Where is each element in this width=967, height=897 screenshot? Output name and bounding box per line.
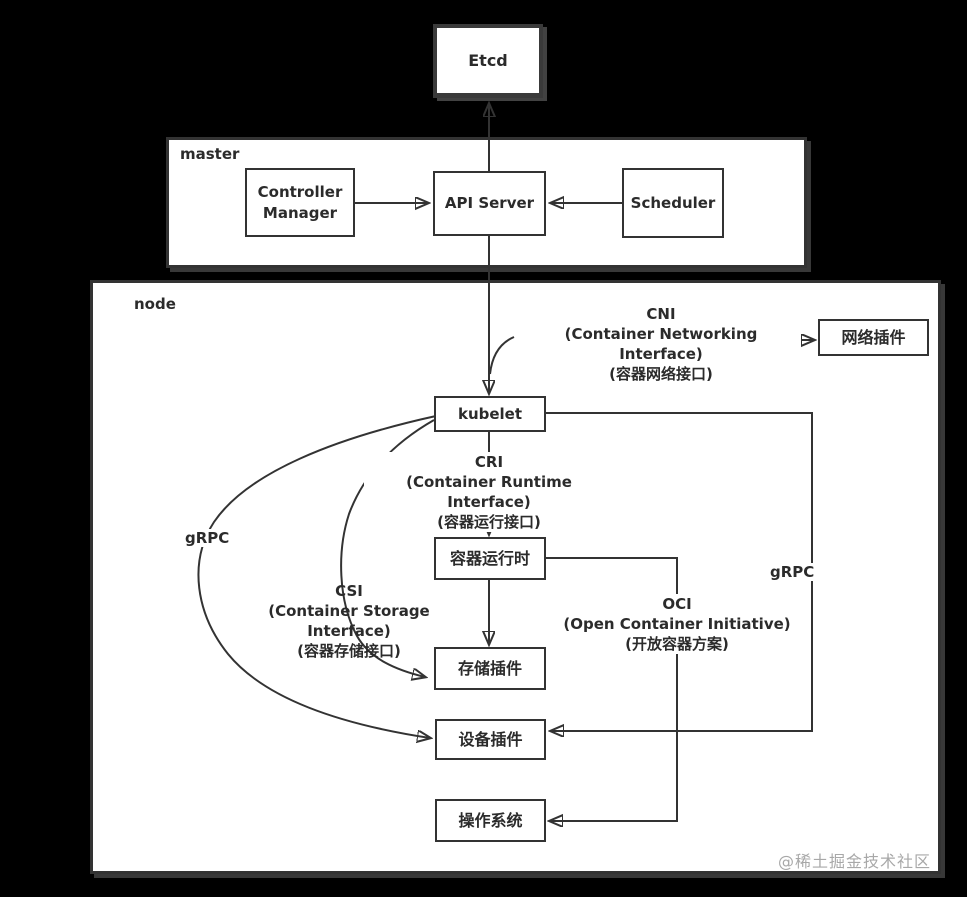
watermark: @稀土掘金技术社区	[778, 852, 932, 871]
scheduler-label: Scheduler	[630, 193, 716, 212]
scheduler-box: Scheduler	[622, 168, 724, 238]
etcd-box: Etcd	[433, 24, 543, 98]
storage-plugin-label: 存储插件	[457, 658, 522, 678]
cri-acronym: CRI	[474, 453, 504, 471]
master-cluster-label: master	[180, 145, 240, 163]
csi-acronym: CSI	[335, 582, 363, 600]
device-plugin-label: 设备插件	[458, 729, 523, 749]
kubelet-box: kubelet	[434, 396, 546, 432]
oci-chinese: (开放容器方案)	[625, 635, 729, 653]
os-label: 操作系统	[458, 810, 523, 830]
container-runtime-label: 容器运行时	[449, 548, 530, 568]
api-server-box: API Server	[433, 171, 546, 236]
cni-english: (Container Networking Interface)	[564, 325, 758, 363]
os-box: 操作系统	[435, 799, 546, 842]
csi-annotation: CSI (Container Storage Interface) (容器存储接…	[229, 581, 469, 661]
cni-acronym: CNI	[646, 305, 676, 323]
controller-manager-box: Controller Manager	[245, 168, 355, 237]
etcd-label: Etcd	[468, 50, 508, 70]
grpc-right-label: gRPC	[768, 563, 817, 581]
cni-annotation: CNI (Container Networking Interface) (容器…	[521, 304, 801, 384]
oci-acronym: OCI	[662, 595, 692, 613]
oci-english: (Open Container Initiative)	[563, 615, 791, 633]
csi-english: (Container Storage Interface)	[268, 602, 430, 640]
grpc-left-label: gRPC	[183, 529, 232, 547]
kubelet-label: kubelet	[457, 404, 523, 423]
api-server-label: API Server	[444, 194, 535, 213]
device-plugin-box: 设备插件	[435, 719, 546, 760]
storage-plugin-box: 存储插件	[434, 647, 546, 690]
network-plugin-label: 网络插件	[841, 327, 906, 347]
container-runtime-box: 容器运行时	[434, 537, 546, 580]
cri-english: (Container Runtime Interface)	[406, 473, 572, 511]
network-plugin-box: 网络插件	[818, 319, 929, 356]
controller-manager-label: Controller Manager	[257, 183, 343, 222]
cri-chinese: (容器运行接口)	[437, 513, 541, 531]
cni-chinese: (容器网络接口)	[609, 365, 713, 383]
cri-annotation: CRI (Container Runtime Interface) (容器运行接…	[364, 452, 614, 532]
oci-annotation: OCI (Open Container Initiative) (开放容器方案)	[562, 594, 792, 654]
csi-chinese: (容器存储接口)	[297, 642, 401, 660]
node-cluster-label: node	[134, 295, 176, 313]
